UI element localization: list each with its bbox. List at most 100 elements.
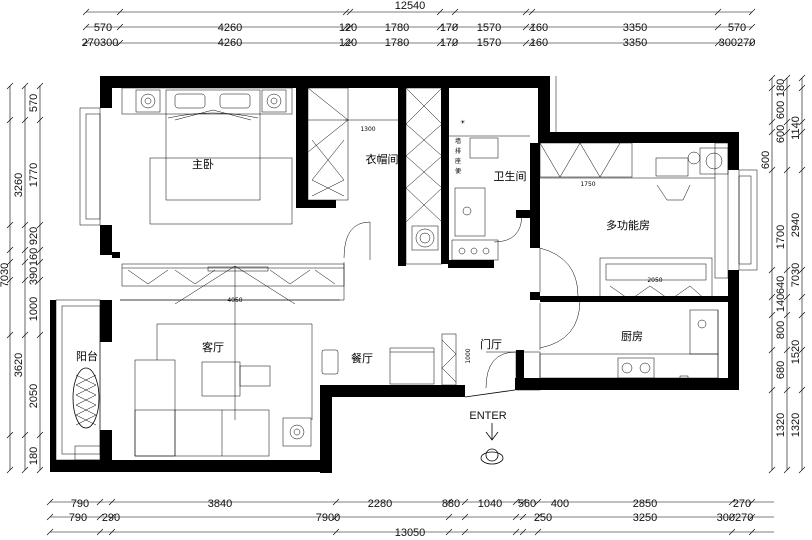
top2-dim-5: 170 bbox=[440, 37, 458, 49]
dimension-tick bbox=[6, 246, 14, 254]
room-foyer: 门厅 bbox=[480, 337, 502, 351]
dimension-tick bbox=[798, 346, 806, 354]
kitchen: 厨房 bbox=[515, 299, 719, 391]
dimension-tick bbox=[116, 39, 124, 47]
dimension-tick bbox=[798, 266, 806, 274]
right-dimensions: 180 600 600 1140 1140 1700 640 140 800 1… bbox=[760, 74, 806, 474]
dimension-tick bbox=[768, 466, 776, 474]
dimension-tick bbox=[346, 39, 354, 47]
dimension-tick bbox=[748, 498, 756, 506]
balcony: 阳台 bbox=[72, 349, 104, 461]
dimension-tick bbox=[783, 346, 791, 354]
top-dim-2: 4260 bbox=[218, 22, 242, 34]
dimension-tick bbox=[768, 166, 776, 174]
toilet-note-4: 便 bbox=[455, 167, 461, 175]
bottom-dim-2: 3840 bbox=[208, 498, 232, 510]
dimension-tick bbox=[36, 331, 44, 339]
dimension-tick bbox=[445, 513, 453, 521]
dimension-tick bbox=[36, 221, 44, 229]
dimension-tick bbox=[21, 221, 29, 229]
dimension-tick bbox=[116, 8, 124, 16]
top-dim-8: 3350 bbox=[623, 22, 647, 34]
dimension-tick bbox=[768, 293, 776, 301]
right-mid-2: 2940 bbox=[790, 213, 802, 237]
bottom2-dim-3: 7900 bbox=[316, 512, 340, 524]
dimension-tick bbox=[332, 528, 340, 536]
room-balcony: 阳台 bbox=[76, 349, 98, 363]
dimension-tick bbox=[21, 276, 29, 284]
dimension-tick bbox=[714, 23, 722, 31]
closet-inner-label: 3780 bbox=[399, 164, 406, 179]
top-total-dim: 12540 bbox=[395, 0, 426, 12]
dimension-tick bbox=[36, 82, 44, 90]
walls bbox=[50, 76, 739, 473]
dimension-tick bbox=[6, 82, 14, 90]
top2-dim-6: 1570 bbox=[477, 37, 501, 49]
walk-in-closet: 1300 2125 3780 衣帽间 bbox=[297, 87, 443, 265]
dimension-tick bbox=[768, 84, 776, 92]
bottom2-dim-1: 790 bbox=[69, 512, 87, 524]
dimension-tick bbox=[436, 8, 444, 16]
tv-wall-label: 4050 bbox=[227, 297, 242, 304]
dimension-tick bbox=[768, 346, 776, 354]
dimension-tick bbox=[768, 118, 776, 126]
right-dim-7: 640 bbox=[775, 276, 787, 294]
dimension-tick bbox=[768, 128, 776, 136]
dimension-tick bbox=[21, 466, 29, 474]
room-bathroom: 卫生间 bbox=[494, 169, 527, 183]
dimension-tick bbox=[46, 513, 54, 521]
dimension-tick bbox=[82, 8, 90, 16]
dimension-tick bbox=[728, 513, 736, 521]
pendant-icon: ☀ bbox=[460, 119, 466, 126]
shoe-cabinet-label: 1000 bbox=[465, 348, 472, 363]
dimension-tick bbox=[519, 513, 527, 521]
dimension-tick bbox=[783, 386, 791, 394]
right-dim-11: 680 bbox=[775, 361, 787, 379]
dimension-tick bbox=[783, 118, 791, 126]
left-dim-7: 2050 bbox=[28, 384, 40, 408]
dimension-tick bbox=[6, 466, 14, 474]
room-closet: 衣帽间 bbox=[366, 152, 399, 166]
dimension-tick bbox=[461, 498, 469, 506]
top2-dim-3: 120 bbox=[339, 37, 357, 49]
top2-dim-8: 3350 bbox=[623, 37, 647, 49]
dimension-tick bbox=[798, 311, 806, 319]
dimension-tick bbox=[342, 39, 350, 47]
toilet-note-2: 排 bbox=[455, 147, 461, 155]
right-outer-dim: 7030 bbox=[790, 263, 802, 287]
top-dimensions: 12540 570 4260 120 1780 170 1570 160 335… bbox=[82, 0, 756, 49]
dimension-tick bbox=[36, 431, 44, 439]
dimension-tick bbox=[714, 8, 722, 16]
left-dim-3: 920 bbox=[28, 227, 40, 245]
dimension-tick bbox=[714, 39, 722, 47]
dimension-tick bbox=[445, 528, 453, 536]
dimension-tick bbox=[6, 221, 14, 229]
dimension-tick bbox=[728, 498, 736, 506]
left-mid-1: 3260 bbox=[13, 173, 25, 197]
top2-dim-2: 4260 bbox=[218, 37, 242, 49]
dimension-tick bbox=[783, 84, 791, 92]
top-dim-7: 160 bbox=[530, 22, 548, 34]
bottom2-dim-5: 3250 bbox=[633, 512, 657, 524]
dimension-tick bbox=[798, 166, 806, 174]
dimension-tick bbox=[346, 8, 354, 16]
dimension-tick bbox=[512, 528, 520, 536]
dimension-tick bbox=[461, 513, 469, 521]
dimension-tick bbox=[512, 513, 520, 521]
right-dim-1: 180 bbox=[775, 79, 787, 97]
top-dim-9: 570 bbox=[728, 22, 746, 34]
dimension-tick bbox=[342, 8, 350, 16]
left-dim-5: 390 bbox=[28, 267, 40, 285]
dimension-tick bbox=[534, 498, 542, 506]
dimension-tick bbox=[332, 513, 340, 521]
dimension-tick bbox=[798, 118, 806, 126]
dimension-tick bbox=[6, 331, 14, 339]
right-mid-3: 1320 bbox=[790, 413, 802, 437]
bottom-dim-1: 790 bbox=[71, 498, 89, 510]
bottom2-dim-6: 300270 bbox=[717, 512, 754, 524]
dimension-tick bbox=[748, 8, 756, 16]
right-dim-10: 1520 bbox=[790, 340, 802, 364]
left-dim-1: 570 bbox=[28, 94, 40, 112]
top-dim-5: 170 bbox=[440, 22, 458, 34]
